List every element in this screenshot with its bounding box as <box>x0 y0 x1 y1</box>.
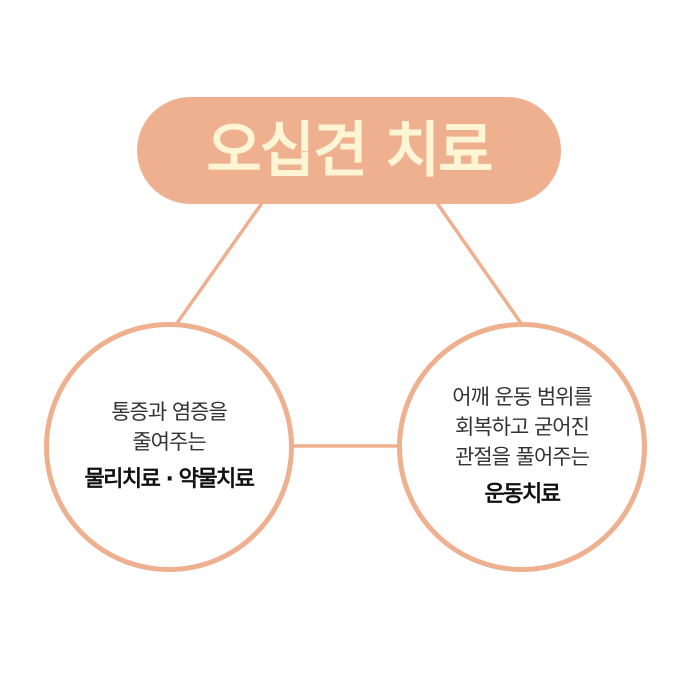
connector-title-to-right <box>435 201 525 328</box>
node-right-description-line-3: 관절을 풀어주는 <box>455 445 590 469</box>
title-pill: 오십견 치료 <box>137 97 561 204</box>
node-left-therapy-label: 물리치료 · 약물치료 <box>84 467 255 492</box>
node-right-therapy-label: 운동치료 <box>484 482 561 507</box>
diagram-title: 오십견 치료 <box>206 115 494 186</box>
node-left-description-line-2: 줄여주는 <box>132 430 206 454</box>
node-exercise-therapy: 어깨 운동 범위를 회복하고 굳어진 관절을 풀어주는 운동치료 <box>397 322 647 572</box>
node-right-description-line-1: 어깨 운동 범위를 <box>452 385 593 409</box>
connector-title-to-left <box>173 201 264 328</box>
node-left-description-line-1: 통증과 염증을 <box>111 400 228 424</box>
node-right-description-line-2: 회복하고 굳어진 <box>455 415 590 439</box>
node-physical-medication-therapy: 통증과 염증을 줄여주는 물리치료 · 약물치료 <box>44 322 294 572</box>
